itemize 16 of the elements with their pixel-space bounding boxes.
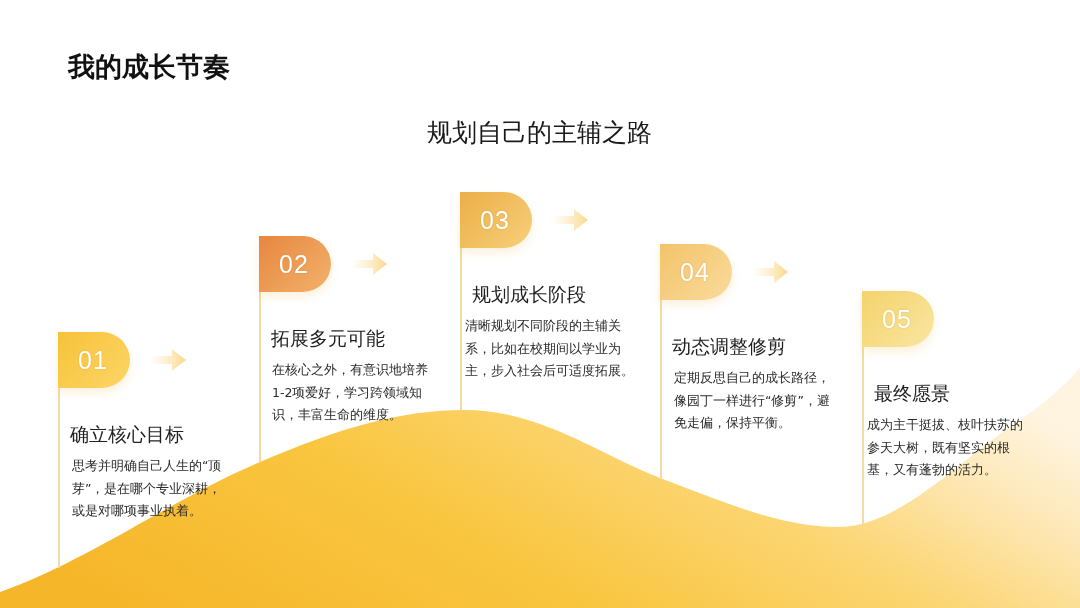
- step-heading: 规划成长阶段: [472, 282, 586, 306]
- step-number-tab: 05: [862, 291, 934, 347]
- step-heading: 确立核心目标: [70, 422, 184, 446]
- subtitle: 规划自己的主辅之路: [426, 117, 652, 149]
- step-description: 成为主干挺拔、枝叶扶苏的参天大树，既有坚实的根基，又有蓬勃的活力。: [867, 416, 1024, 479]
- step-number-tab: 01: [58, 332, 130, 388]
- page-title: 我的成长节奏: [68, 50, 230, 84]
- step-heading: 最终愿景: [874, 381, 950, 405]
- step-description: 在核心之外，有意识地培养1-2项爱好，学习跨领域知识，丰富生命的维度。: [272, 361, 429, 424]
- step-heading: 拓展多元可能: [271, 326, 385, 350]
- step-number-tab: 03: [460, 192, 532, 248]
- step-description: 清晰规划不同阶段的主辅关系，比如在校期间以学业为主，步入社会后可适度拓展。: [465, 317, 635, 380]
- step-heading: 动态调整修剪: [672, 334, 786, 358]
- step-number-tab: 04: [660, 244, 732, 300]
- step-number-tab: 02: [259, 236, 331, 292]
- step-description: 定期反思自己的成长路径，像园丁一样进行“修剪”，避免走偏，保持平衡。: [674, 369, 831, 432]
